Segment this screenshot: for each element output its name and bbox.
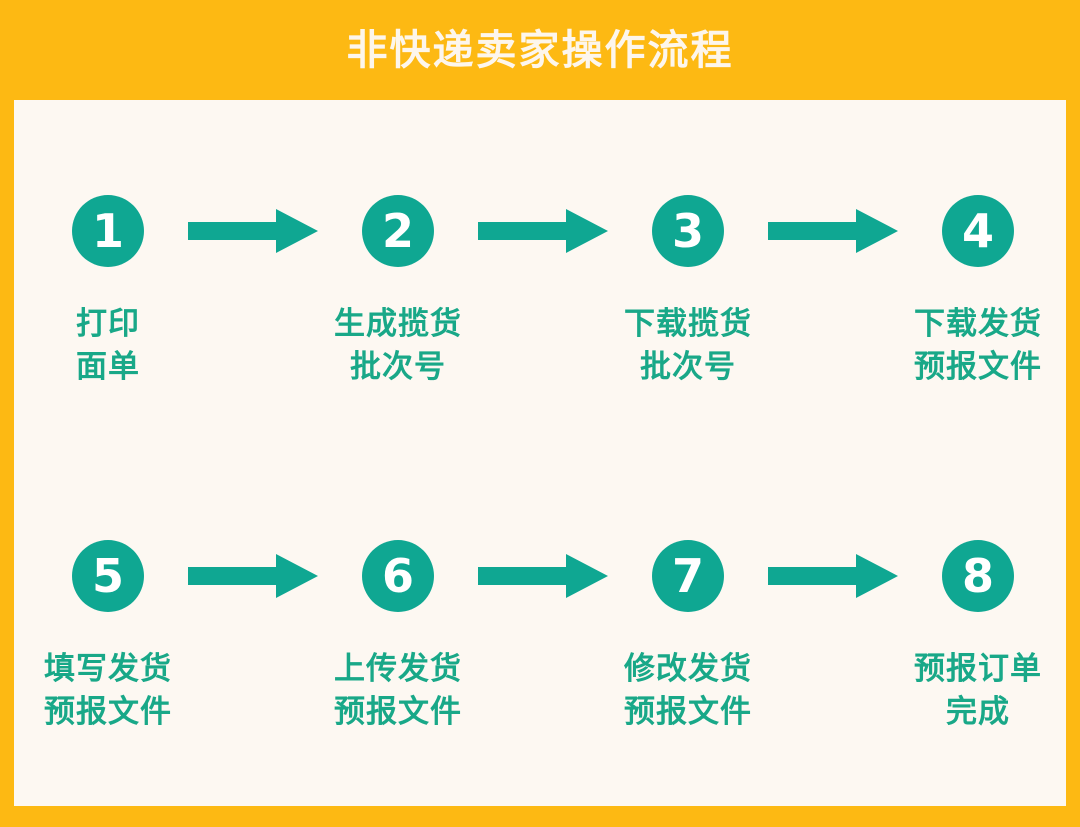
arrow-right-icon <box>768 209 898 253</box>
flow-step-2[interactable]: 2 生成揽货 批次号 <box>318 195 478 389</box>
step-label: 修改发货 预报文件 <box>624 651 752 729</box>
arrow-right-icon <box>188 209 318 253</box>
step-number-badge: 1 <box>72 195 144 267</box>
step-number-badge: 4 <box>942 195 1014 267</box>
step-label: 打印 面单 <box>76 306 140 384</box>
step-number-badge: 8 <box>942 540 1014 612</box>
step-label: 填写发货 预报文件 <box>44 651 172 729</box>
flow-panel: 1 打印 面单 2 生成揽货 批次号 3 下载揽货 批次号 <box>14 100 1066 806</box>
flow-step-5[interactable]: 5 填写发货 预报文件 <box>28 540 188 734</box>
flow-row-1: 1 打印 面单 2 生成揽货 批次号 3 下载揽货 批次号 <box>14 195 1066 445</box>
flow-step-8[interactable]: 8 预报订单 完成 <box>898 540 1058 734</box>
flow-step-1[interactable]: 1 打印 面单 <box>28 195 188 389</box>
flow-step-3[interactable]: 3 下载揽货 批次号 <box>608 195 768 389</box>
flow-connector-2-3 <box>478 195 608 267</box>
step-label: 预报订单 完成 <box>914 651 1042 729</box>
step-label: 生成揽货 批次号 <box>334 306 462 384</box>
flow-connector-6-7 <box>478 540 608 612</box>
arrow-right-icon <box>478 554 608 598</box>
step-number-badge: 6 <box>362 540 434 612</box>
flow-step-4[interactable]: 4 下载发货 预报文件 <box>898 195 1058 389</box>
flow-connector-3-4 <box>768 195 898 267</box>
flow-step-7[interactable]: 7 修改发货 预报文件 <box>608 540 768 734</box>
step-label: 下载发货 预报文件 <box>914 306 1042 384</box>
step-number-badge: 5 <box>72 540 144 612</box>
step-label: 上传发货 预报文件 <box>334 651 462 729</box>
flow-step-6[interactable]: 6 上传发货 预报文件 <box>318 540 478 734</box>
step-number-badge: 7 <box>652 540 724 612</box>
arrow-right-icon <box>768 554 898 598</box>
step-number-badge: 2 <box>362 195 434 267</box>
arrow-right-icon <box>478 209 608 253</box>
flow-connector-7-8 <box>768 540 898 612</box>
step-label: 下载揽货 批次号 <box>624 306 752 384</box>
step-number-badge: 3 <box>652 195 724 267</box>
flow-row-2: 5 填写发货 预报文件 6 上传发货 预报文件 7 修改发货 预报文件 <box>14 540 1066 790</box>
flow-connector-1-2 <box>188 195 318 267</box>
page-title: 非快递卖家操作流程 <box>346 26 734 73</box>
flow-connector-5-6 <box>188 540 318 612</box>
title-bar: 非快递卖家操作流程 <box>0 0 1080 100</box>
arrow-right-icon <box>188 554 318 598</box>
